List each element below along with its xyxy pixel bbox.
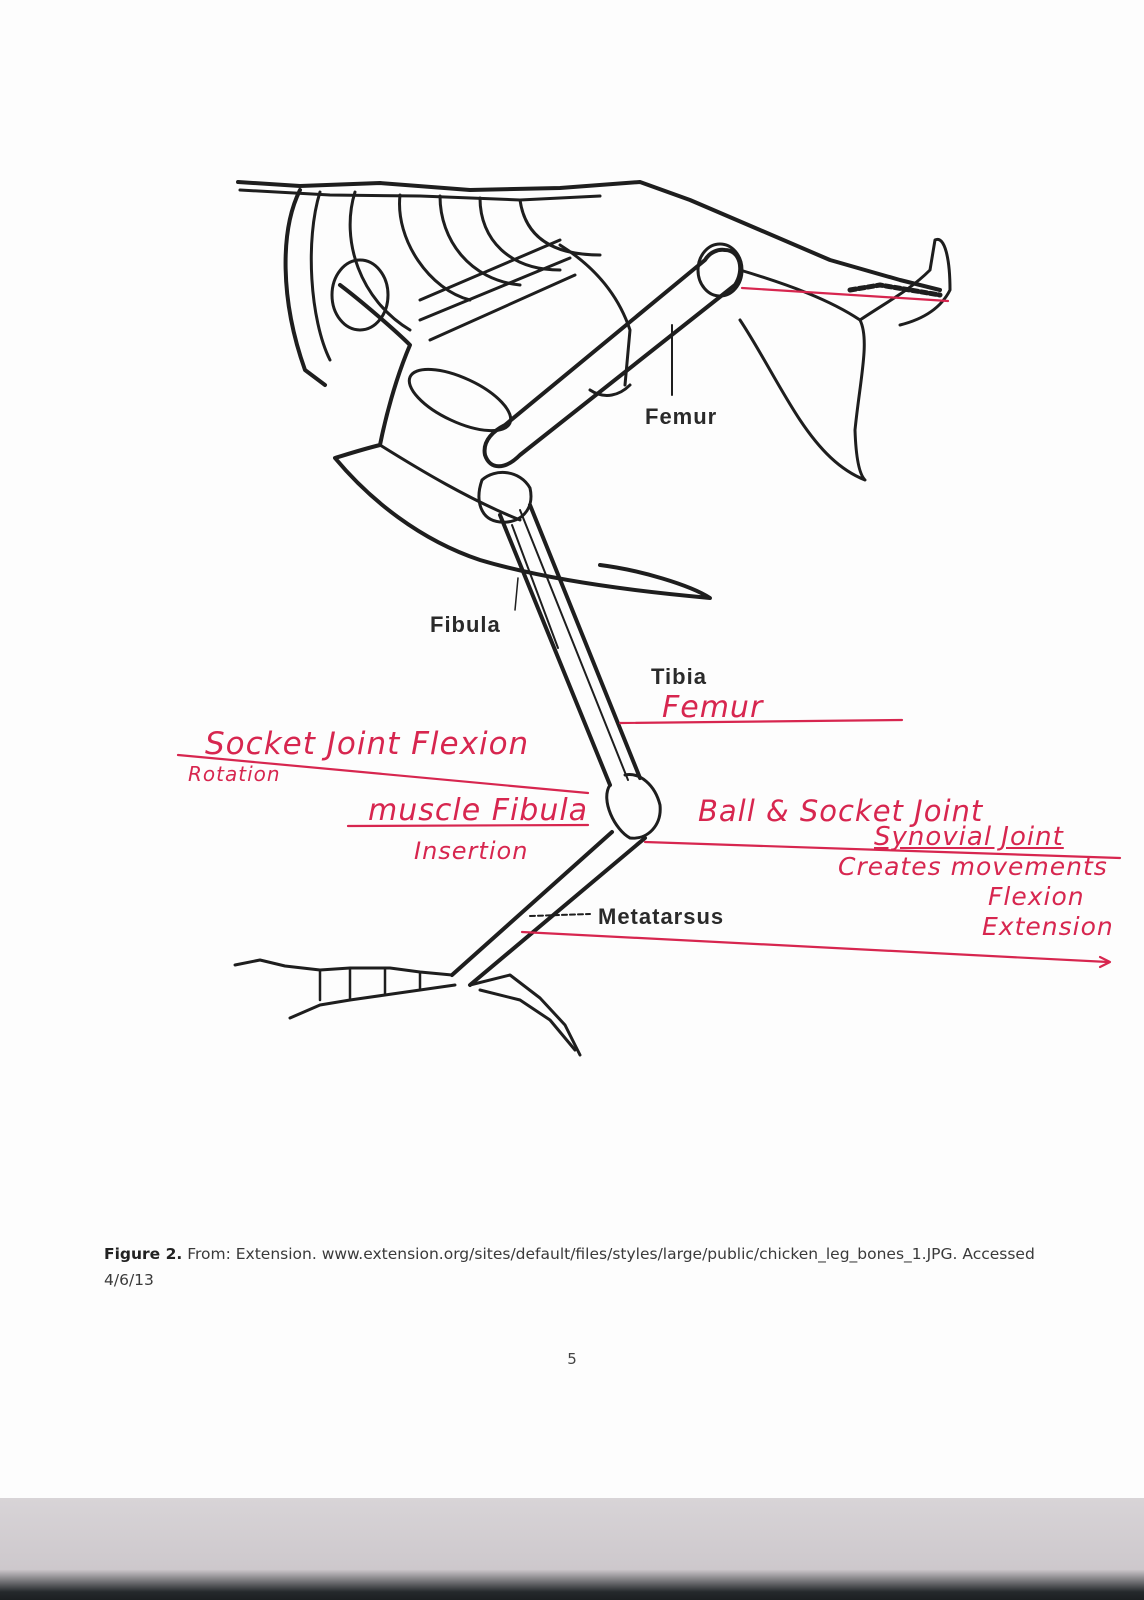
- leader-line-top: [740, 286, 950, 303]
- leader-line-metatarsus: [520, 930, 1110, 964]
- label-femur: Femur: [645, 404, 718, 429]
- rib: [398, 193, 472, 302]
- underline-muscle-fibula: [346, 823, 590, 828]
- note-socket-joint-flexion: Socket Joint Flexion: [205, 726, 530, 762]
- chicken-leg-bones-figure: Femur Fibula Tibia Metatarsus Femur Sock…: [176, 180, 1122, 1057]
- femur-bone: [482, 247, 743, 469]
- leader-line-synovial: [643, 840, 1122, 860]
- spine: [236, 180, 942, 292]
- knee-joint: [477, 471, 533, 524]
- label-fibula: Fibula: [430, 612, 501, 637]
- front-toe: [233, 958, 454, 977]
- tibia-bone: [498, 503, 642, 787]
- ankle-joint: [605, 773, 662, 840]
- note-extension: Extension: [982, 912, 1114, 941]
- leader-line-socket-joint: [176, 753, 590, 795]
- note-synovial-joint: Synovial Joint: [874, 822, 1064, 852]
- caption-text: From: Extension. www.extension.org/sites…: [104, 1245, 1035, 1289]
- document-page: Femur Fibula Tibia Metatarsus Femur Sock…: [104, 180, 1122, 1368]
- caption-label: Figure 2.: [104, 1245, 183, 1263]
- rear-toe: [468, 973, 582, 1057]
- skeleton-drawing: [176, 180, 1122, 1057]
- note-ball-socket-joint: Ball & Socket Joint: [698, 794, 984, 828]
- rib: [518, 198, 602, 257]
- label-metatarsus: Metatarsus: [598, 904, 725, 929]
- underline-femur: [618, 718, 904, 725]
- note-flexion: Flexion: [988, 882, 1085, 911]
- note-muscle-fibula: muscle Fibula: [368, 793, 589, 828]
- page-number: 5: [567, 1350, 577, 1368]
- scanner-background: [0, 1498, 1144, 1600]
- rib: [478, 196, 562, 272]
- rib: [348, 190, 412, 332]
- label-tibia: Tibia: [651, 664, 707, 689]
- metatarsus-bone: [450, 830, 647, 987]
- note-rotation: Rotation: [188, 762, 281, 786]
- note-creates-movements: Creates movements: [838, 852, 1108, 881]
- rib: [438, 194, 522, 287]
- fibula-bone: [511, 524, 559, 649]
- synsacrum: [738, 268, 867, 482]
- note-insertion: Insertion: [414, 837, 529, 865]
- pelvis: [333, 283, 712, 600]
- figure-caption: Figure 2. From: Extension. www.extension…: [104, 1241, 1064, 1293]
- rib: [283, 188, 327, 387]
- note-femur: Femur: [662, 690, 764, 725]
